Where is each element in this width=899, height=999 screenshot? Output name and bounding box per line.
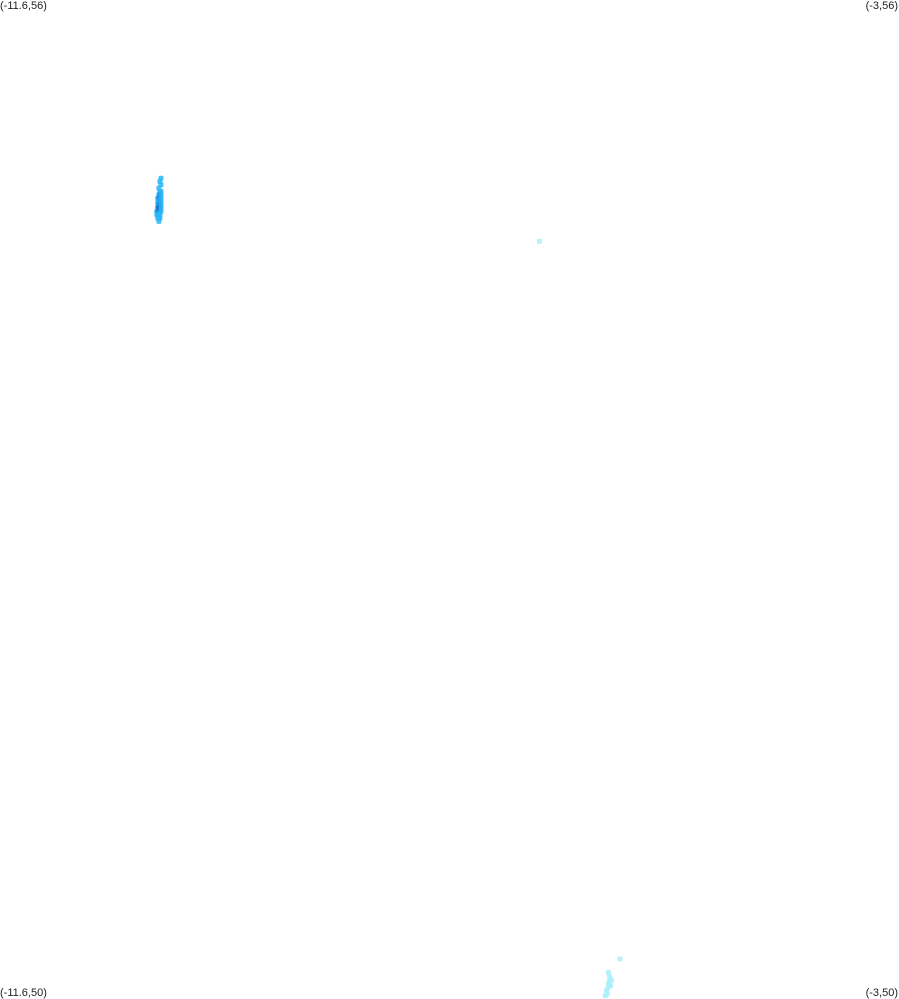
southeast-cluster <box>602 956 623 999</box>
northwest-cluster <box>154 175 164 224</box>
corner-label-bottom-left: (-11.6,50) <box>0 987 47 999</box>
corner-label-top-left: (-11.6,56) <box>0 0 47 12</box>
central-point <box>536 238 542 244</box>
corner-label-top-right: (-3,56) <box>865 0 898 12</box>
corner-label-bottom-right: (-3,50) <box>865 987 898 999</box>
heat-cell <box>602 993 608 999</box>
heat-cell <box>617 956 623 962</box>
heat-cell <box>536 238 542 244</box>
heat-cell <box>156 218 162 224</box>
